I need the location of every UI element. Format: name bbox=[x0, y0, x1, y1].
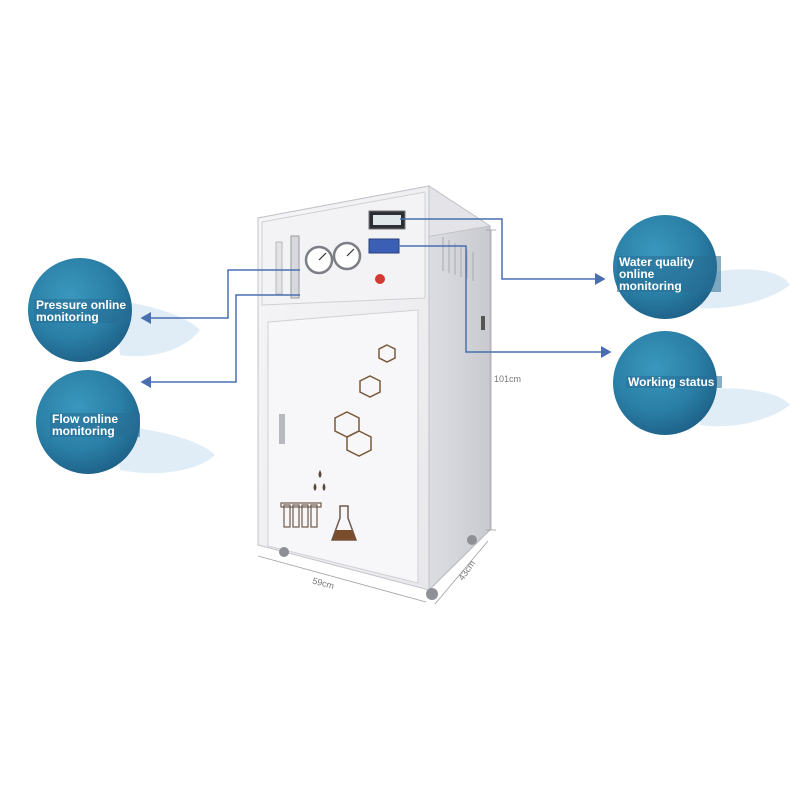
wheel bbox=[467, 535, 477, 545]
callout-arrows bbox=[140, 218, 612, 388]
wheel bbox=[279, 547, 289, 557]
hexagon-molecule-icon bbox=[334, 344, 396, 457]
water-drop-icon bbox=[313, 470, 326, 491]
width-label: 59cm bbox=[311, 576, 335, 591]
height-label: 101cm bbox=[494, 374, 521, 384]
cabinet-door bbox=[267, 309, 419, 584]
wheel bbox=[426, 588, 438, 600]
swoosh-status bbox=[700, 388, 790, 427]
working-status-label: Working status bbox=[626, 376, 722, 388]
arrow-flow bbox=[140, 294, 300, 388]
pressure-gauge-icon bbox=[304, 245, 334, 275]
flowmeter-tube bbox=[275, 241, 283, 295]
swoosh-water bbox=[700, 269, 790, 309]
flowmeter-icon bbox=[290, 235, 300, 299]
pressure-gauge-icon bbox=[332, 241, 362, 271]
vent-slots bbox=[442, 237, 474, 281]
water-purifier-cabinet bbox=[256, 185, 492, 600]
swoosh-pressure bbox=[115, 300, 200, 357]
depth-label: 43cm bbox=[456, 559, 477, 583]
power-button-icon bbox=[375, 274, 385, 284]
lcd-screen bbox=[373, 215, 401, 225]
arrow-pressure bbox=[140, 269, 300, 324]
flask-icon bbox=[330, 505, 358, 541]
control-panel-icon bbox=[368, 238, 400, 254]
test-tubes-icon bbox=[280, 502, 322, 528]
side-latch bbox=[481, 316, 485, 330]
bubble-swooshes bbox=[115, 269, 790, 474]
door-handle bbox=[279, 414, 285, 444]
width-dimension-line bbox=[257, 555, 427, 603]
pressure-label: Pressure online monitoring bbox=[34, 299, 130, 323]
dimension-lines bbox=[257, 229, 496, 605]
arrow-water-quality bbox=[400, 218, 606, 285]
water-quality-label: Water quality online monitoring bbox=[617, 256, 721, 292]
arrow-working-status bbox=[398, 245, 612, 358]
flow-label: Flow online monitoring bbox=[50, 413, 140, 437]
depth-dimension-line bbox=[434, 540, 489, 605]
swoosh-flow bbox=[115, 425, 215, 474]
